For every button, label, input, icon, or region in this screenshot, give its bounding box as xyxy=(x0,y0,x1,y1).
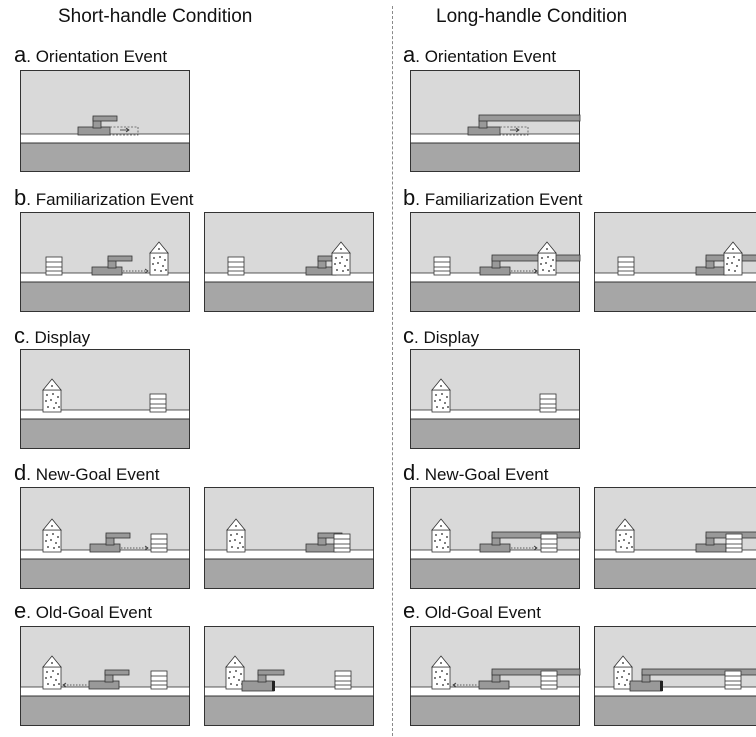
striped-container xyxy=(724,670,742,690)
left-section-d-label: d. New-Goal Event xyxy=(14,460,160,485)
striped-container xyxy=(227,256,245,276)
dotted-silo xyxy=(723,241,743,276)
long-handle-tool xyxy=(629,668,756,692)
floor xyxy=(20,142,190,172)
striped-container xyxy=(540,533,558,553)
striped-container xyxy=(539,393,557,413)
short-handle-tool xyxy=(77,115,139,136)
dotted-silo xyxy=(537,241,557,276)
striped-container xyxy=(149,393,167,413)
dotted-silo xyxy=(431,655,451,690)
short-handle-tool xyxy=(89,532,149,553)
striped-container xyxy=(433,256,451,276)
floor xyxy=(410,142,580,172)
left-section-a-label: a. Orientation Event xyxy=(14,42,168,67)
long-handle-tool xyxy=(452,668,581,690)
floor xyxy=(204,281,374,312)
striped-container xyxy=(540,670,558,690)
right-old-goal-scene-1 xyxy=(410,626,581,726)
short-handle-tool xyxy=(62,669,130,690)
right-section-c-label: c. Display xyxy=(403,323,480,348)
floor xyxy=(20,558,190,589)
floor xyxy=(410,558,580,589)
floor xyxy=(594,558,756,589)
floor xyxy=(204,558,374,589)
floor xyxy=(20,695,190,726)
left-orientation-scene xyxy=(20,70,190,172)
right-new-goal-scene-1 xyxy=(410,487,581,589)
short-handle-tool xyxy=(241,669,285,692)
dotted-silo xyxy=(613,655,633,690)
long-handle-tool xyxy=(479,531,581,553)
left-section-b-label: b. Familiarization Event xyxy=(14,185,194,210)
striped-container xyxy=(150,670,168,690)
left-display-scene xyxy=(20,349,190,449)
floor xyxy=(594,695,756,726)
floor xyxy=(410,418,580,449)
dotted-silo xyxy=(42,378,62,413)
striped-container xyxy=(45,256,63,276)
right-orientation-scene xyxy=(410,70,581,172)
dotted-silo xyxy=(431,378,451,413)
striped-container xyxy=(334,670,352,690)
left-familiarization-scene-2 xyxy=(204,212,374,312)
column-divider xyxy=(392,6,393,736)
dotted-silo xyxy=(331,241,351,276)
right-section-d-label: d. New-Goal Event xyxy=(403,460,549,485)
right-section-b-label: b. Familiarization Event xyxy=(403,185,583,210)
dotted-silo xyxy=(42,518,62,553)
striped-container xyxy=(617,256,635,276)
short-handle-tool xyxy=(91,255,149,276)
striped-container xyxy=(725,533,743,553)
floor xyxy=(410,281,580,312)
left-familiarization-scene-1 xyxy=(20,212,190,312)
long-handle-title: Long-handle Condition xyxy=(436,6,628,27)
right-section-a-label: a. Orientation Event xyxy=(403,42,557,67)
left-old-goal-scene-1 xyxy=(20,626,190,726)
right-display-scene xyxy=(410,349,580,449)
right-familiarization-scene-1 xyxy=(410,212,581,312)
left-new-goal-scene-1 xyxy=(20,487,190,589)
left-section-c-label: c. Display xyxy=(14,323,91,348)
right-section-e-label: e. Old-Goal Event xyxy=(403,598,541,623)
right-new-goal-scene-2 xyxy=(594,487,756,589)
striped-container xyxy=(333,533,351,553)
dotted-silo xyxy=(42,655,62,690)
left-old-goal-scene-2 xyxy=(204,626,374,726)
long-handle-tool xyxy=(467,114,581,136)
dotted-silo xyxy=(615,518,635,553)
long-handle-tool xyxy=(479,254,581,276)
floor xyxy=(20,281,190,312)
short-handle-title: Short-handle Condition xyxy=(58,6,253,27)
dotted-silo xyxy=(226,518,246,553)
right-old-goal-scene-2 xyxy=(594,626,756,726)
striped-container xyxy=(150,533,168,553)
floor xyxy=(20,418,190,449)
left-section-e-label: e. Old-Goal Event xyxy=(14,598,152,623)
dotted-silo xyxy=(149,241,169,276)
floor xyxy=(410,695,580,726)
floor xyxy=(594,281,756,312)
dotted-silo xyxy=(431,518,451,553)
floor xyxy=(204,695,374,726)
right-familiarization-scene-2 xyxy=(594,212,756,312)
left-new-goal-scene-2 xyxy=(204,487,374,589)
